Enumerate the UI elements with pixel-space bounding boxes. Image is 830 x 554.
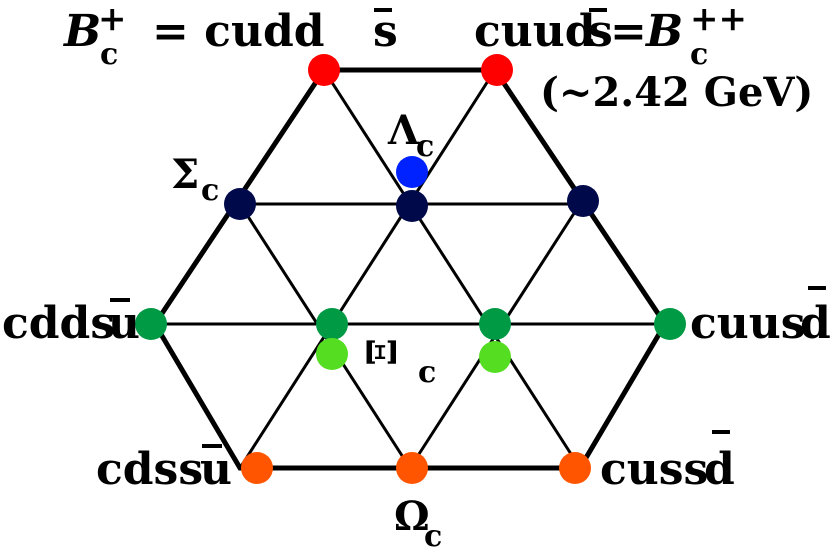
lambda-symbol: Λ (387, 107, 420, 154)
dot-xi-c-right-upper (479, 308, 511, 340)
label-bc-plus-antiquark: s (373, 6, 398, 57)
label-cuusd: cuus d (690, 286, 830, 349)
xi-subscript: c (418, 355, 436, 390)
label-bc-plusplus: cuud s = B ++ c (474, 0, 747, 72)
xi-symbol: Ξ (359, 338, 406, 366)
label-bc-plus-quarks: = cudd (152, 6, 325, 57)
dot-bc-plus (308, 54, 340, 86)
label-lambda-c: Λ c (387, 107, 434, 164)
dot-cussd (559, 452, 591, 484)
label-cddsu-quarks: cdds (2, 298, 115, 349)
label-cdssu-antiquark: u (200, 444, 232, 495)
label-cussd: cuss d (600, 430, 735, 495)
label-bc-plusplus-antiquark: s (588, 6, 613, 57)
label-bc-plus-subscript: c (100, 37, 118, 72)
dot-cddsu (135, 308, 167, 340)
label-sigma-c: Σ c (171, 151, 219, 208)
mass-annotation: (~2.42 GeV) (540, 69, 813, 116)
label-omega-c: Ω c (394, 493, 442, 554)
dot-xi-c-left-upper (316, 308, 348, 340)
label-bc-plusplus-charge: ++ (690, 0, 747, 39)
label-cddsu: cdds u (2, 298, 140, 349)
dot-xi-c-right-lower (479, 341, 511, 373)
sigma-symbol: Σ (171, 151, 199, 198)
sigma-subscript: c (201, 173, 219, 208)
label-cdssu-quarks: cdss (96, 444, 203, 495)
particle-dots (135, 54, 686, 484)
lambda-subscript: c (416, 129, 434, 164)
label-bc-plus: B + c = cudd s (62, 0, 398, 72)
dot-sigma-c-left (224, 188, 256, 220)
dot-xi-c-left-lower (316, 338, 348, 370)
omega-symbol: Ω (394, 493, 430, 540)
dot-lambda-c (396, 156, 428, 188)
dot-cuusd (654, 308, 686, 340)
omega-subscript: c (424, 519, 442, 554)
label-bc-plusplus-subscript: c (690, 37, 708, 72)
label-bc-plusplus-symbol: B (644, 6, 683, 57)
label-cddsu-antiquark: u (108, 298, 140, 349)
label-cuusd-antiquark: d (800, 298, 830, 349)
diagonal-line (238, 69, 497, 469)
dot-bc-plusplus (481, 54, 513, 86)
label-bc-plus-charge: + (98, 0, 127, 39)
label-cussd-quarks: cuss (600, 444, 708, 495)
dot-sigma-c-center (396, 190, 428, 222)
label-cdssu: cdss u (96, 444, 232, 495)
label-bc-plus-symbol: B (62, 6, 101, 57)
label-bc-plusplus-quarks: cuud (474, 6, 596, 57)
dot-omega-c (396, 452, 428, 484)
dot-cdssu (241, 452, 273, 484)
diagonal-line (322, 69, 582, 469)
dot-sigma-c-right (567, 185, 599, 217)
label-cussd-antiquark: d (704, 444, 735, 495)
label-cuusd-quarks: cuus (690, 298, 806, 349)
label-xi-c: Ξ c (359, 338, 436, 390)
label-equals: = (610, 6, 647, 57)
